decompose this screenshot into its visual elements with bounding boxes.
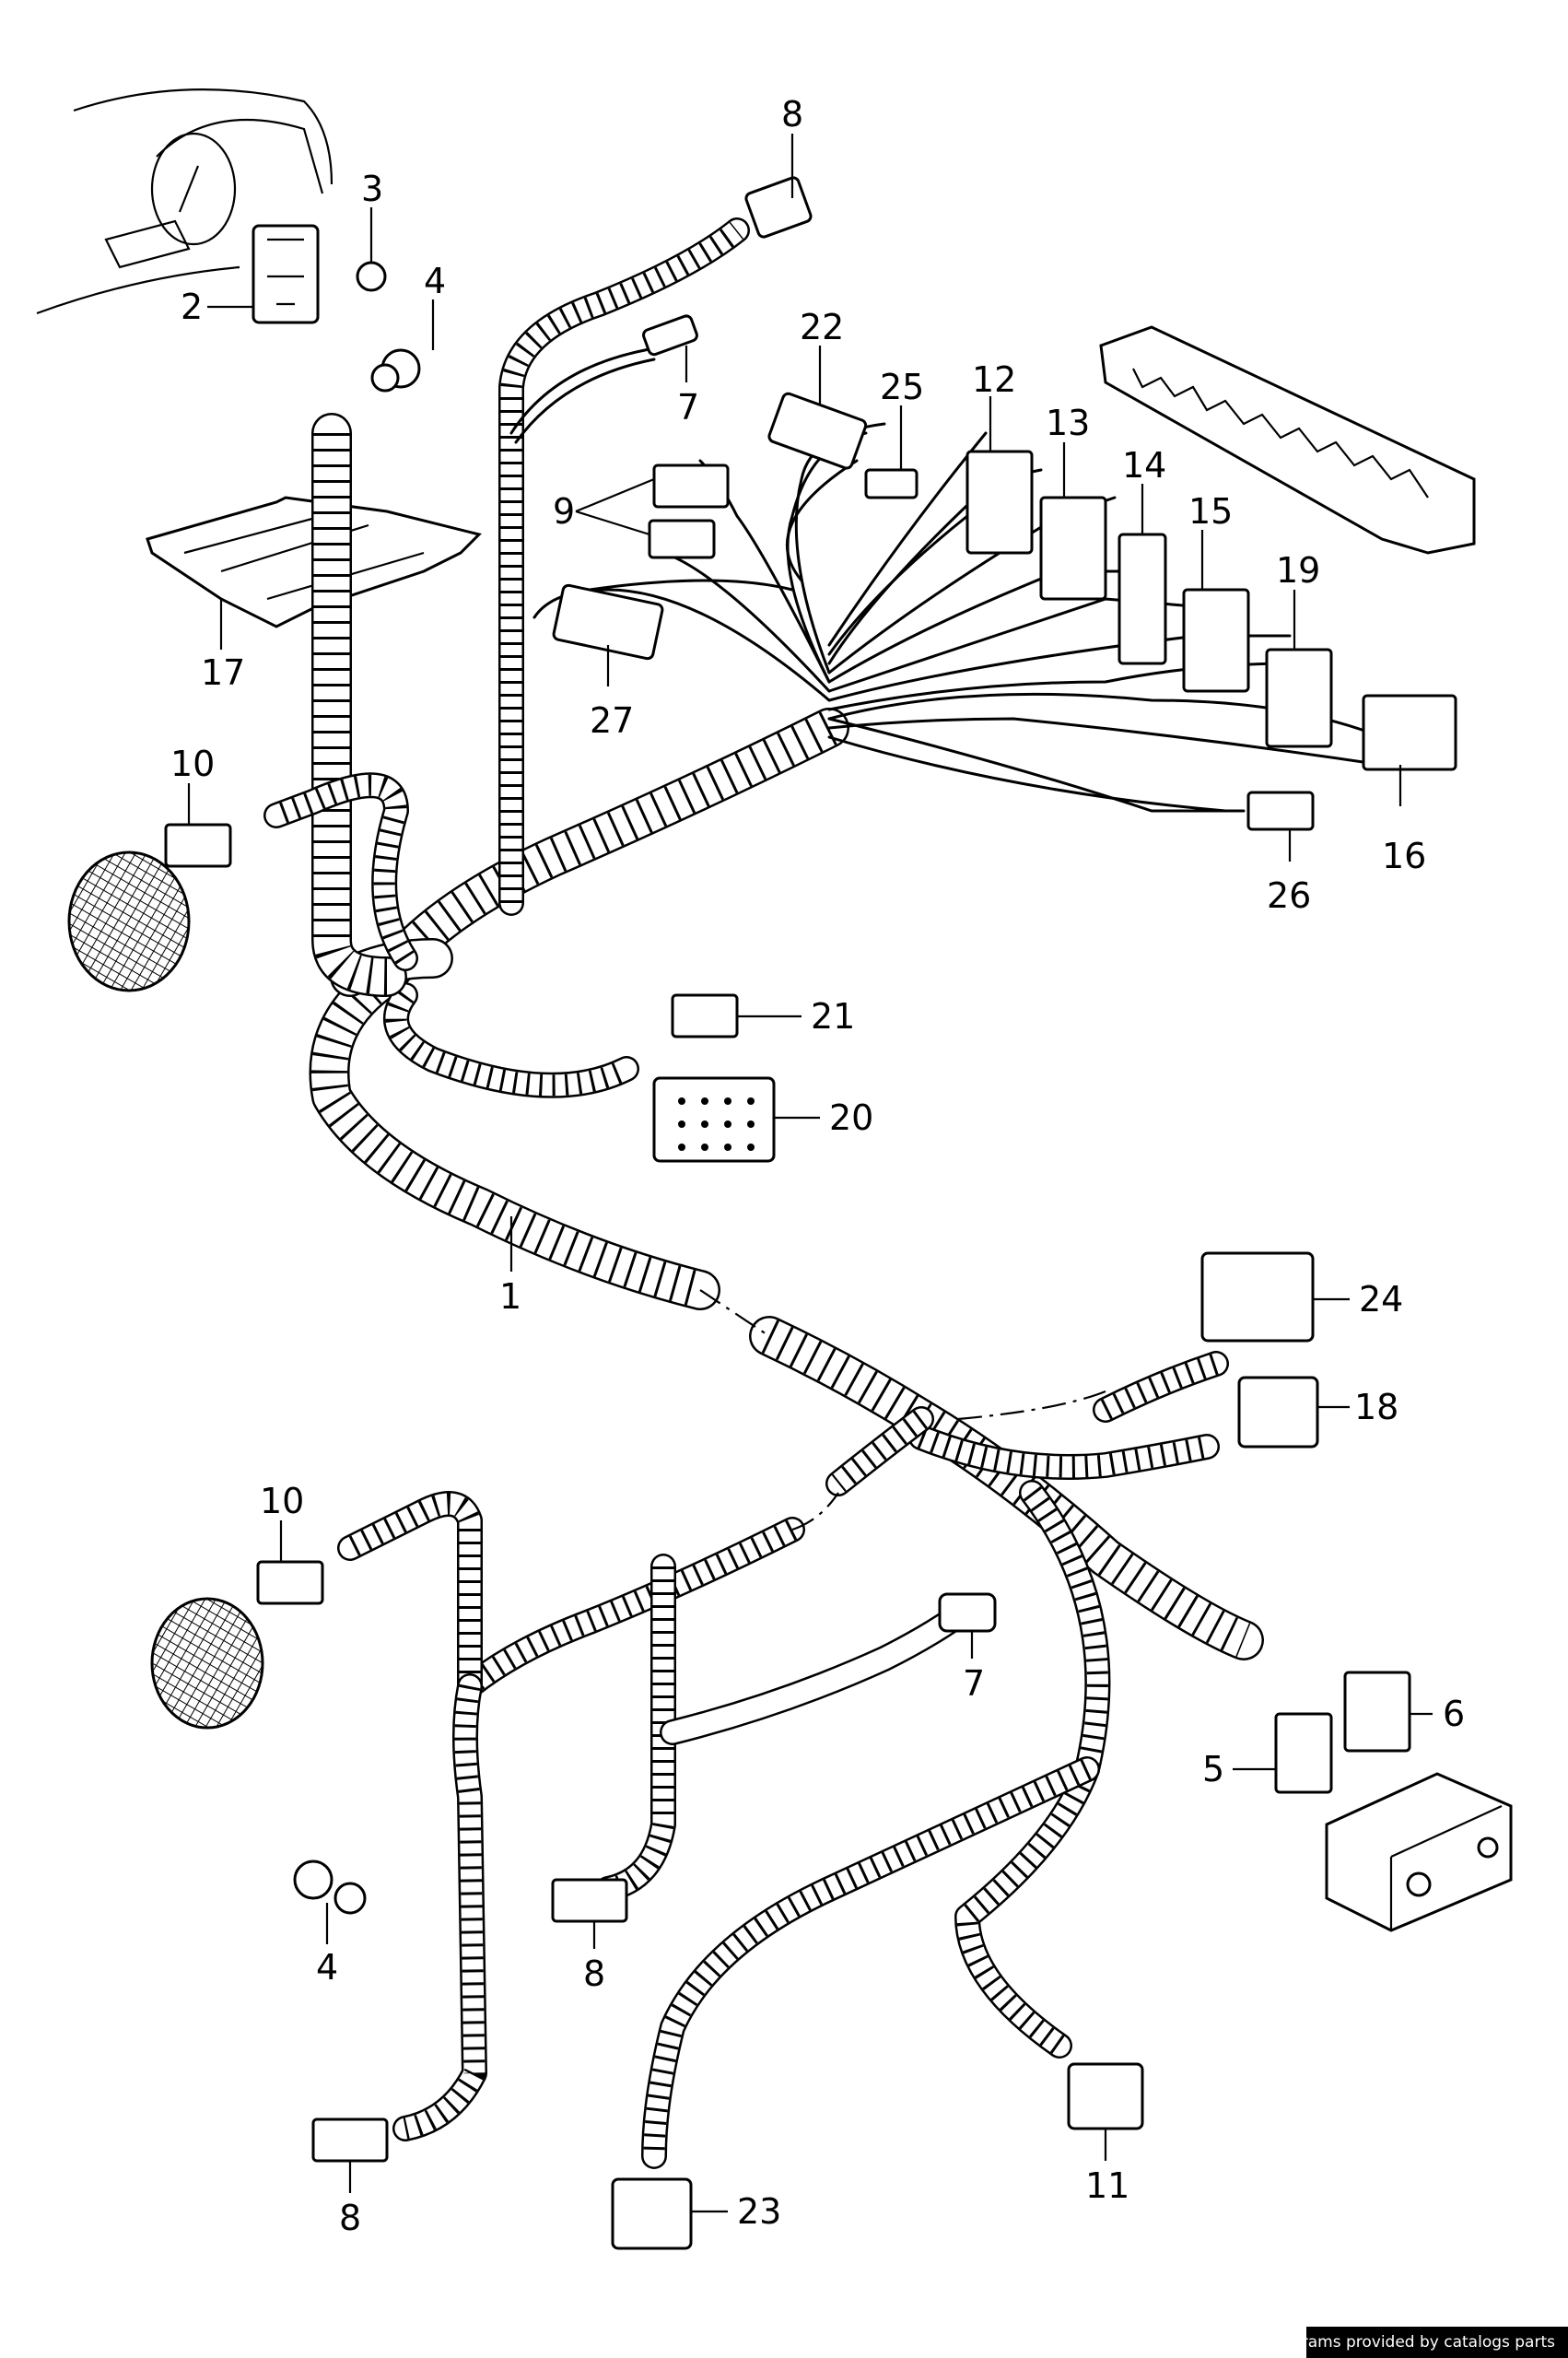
connector-part-21 xyxy=(671,993,739,1038)
callout-23: 23 xyxy=(737,2191,781,2232)
connector-part-10-lower xyxy=(256,1560,324,1605)
sensor-part-7-top xyxy=(642,314,698,357)
radio-unit xyxy=(1325,1772,1513,1932)
callout-27: 27 xyxy=(590,700,634,741)
lower-harness-trunk xyxy=(337,1316,1264,2169)
instrument-connector-part-2 xyxy=(252,224,320,324)
sensor-part-7-lower xyxy=(938,1592,997,1633)
connector-part-6 xyxy=(1343,1671,1411,1753)
wire-to-part-7 xyxy=(509,344,665,435)
callout-8-middle: 8 xyxy=(583,1953,605,1994)
callout-11: 11 xyxy=(1085,2165,1129,2206)
clip-part-4-lower xyxy=(293,1859,367,1915)
callout-20: 20 xyxy=(829,1097,873,1138)
callout-26: 26 xyxy=(1267,875,1311,916)
callout-25: 25 xyxy=(880,367,924,407)
callout-10-upper: 10 xyxy=(170,744,215,784)
connector-part-19 xyxy=(1265,648,1333,748)
callout-4-lower: 4 xyxy=(316,1947,338,1988)
speaker-grille-upper xyxy=(67,851,191,992)
clip-part-4-upper xyxy=(370,348,421,393)
dashboard-outline xyxy=(36,88,333,315)
callout-2: 2 xyxy=(181,287,203,327)
speaker-grille-lower xyxy=(150,1597,264,1730)
connector-part-5 xyxy=(1274,1712,1333,1794)
connector-part-26 xyxy=(1246,791,1315,831)
footer-banner xyxy=(1306,2327,1568,2358)
connector-part-8-middle xyxy=(551,1878,628,1923)
callout-22: 22 xyxy=(800,307,844,347)
connector-part-25 xyxy=(864,468,919,499)
callout-7-lower: 7 xyxy=(963,1663,985,1704)
connector-part-15 xyxy=(1182,588,1250,693)
callout-18: 18 xyxy=(1354,1387,1398,1427)
connector-part-16 xyxy=(1362,694,1457,771)
callout-8-lower: 8 xyxy=(339,2198,361,2238)
connector-part-8-lower xyxy=(311,2118,389,2163)
main-harness-trunk xyxy=(263,217,849,1310)
callout-15: 15 xyxy=(1188,491,1233,532)
callout-4-upper: 4 xyxy=(424,261,446,301)
leader-lines xyxy=(187,134,1433,2213)
callout-17: 17 xyxy=(201,652,245,693)
connector-part-20 xyxy=(652,1076,776,1163)
connector-part-13 xyxy=(1039,496,1107,601)
connector-part-12 xyxy=(965,450,1034,555)
callout-8-upper: 8 xyxy=(781,94,803,135)
break-lines xyxy=(699,1289,1106,1531)
callout-1: 1 xyxy=(499,1276,521,1317)
connector-part-20-pins xyxy=(678,1097,755,1151)
callout-14: 14 xyxy=(1122,445,1166,486)
callout-12: 12 xyxy=(972,359,1016,400)
connector-part-10-upper xyxy=(164,823,232,868)
relay-carrier-part xyxy=(1099,325,1476,555)
callout-6: 6 xyxy=(1443,1694,1465,1734)
connector-part-9 xyxy=(652,463,730,509)
connector-part-8-top xyxy=(744,176,813,239)
callout-5: 5 xyxy=(1202,1749,1224,1789)
callout-24: 24 xyxy=(1359,1279,1403,1320)
footer-credit-text: Diagrams provided by catalogs parts xyxy=(1265,2333,1555,2352)
connector-part-23 xyxy=(611,2177,693,2250)
callout-7-upper: 7 xyxy=(677,387,699,428)
connector-part-27 xyxy=(552,583,664,661)
callout-19: 19 xyxy=(1276,550,1320,591)
connector-part-24 xyxy=(1200,1251,1315,1343)
connector-part-9b xyxy=(648,519,716,559)
callout-16: 16 xyxy=(1382,836,1426,876)
callout-13: 13 xyxy=(1046,403,1090,443)
connector-part-22 xyxy=(767,392,868,470)
connector-part-11 xyxy=(1067,2062,1144,2130)
connector-part-14 xyxy=(1117,533,1167,665)
callout-10-lower: 10 xyxy=(260,1481,304,1521)
callout-21: 21 xyxy=(811,996,855,1037)
callout-3: 3 xyxy=(361,169,383,209)
connector-part-18 xyxy=(1237,1376,1319,1449)
callout-labels: 1 2 3 4 4 5 6 7 7 8 8 8 9 10 10 11 12 13… xyxy=(170,94,1465,2238)
callout-9: 9 xyxy=(553,491,575,532)
clip-part-3 xyxy=(356,261,387,292)
